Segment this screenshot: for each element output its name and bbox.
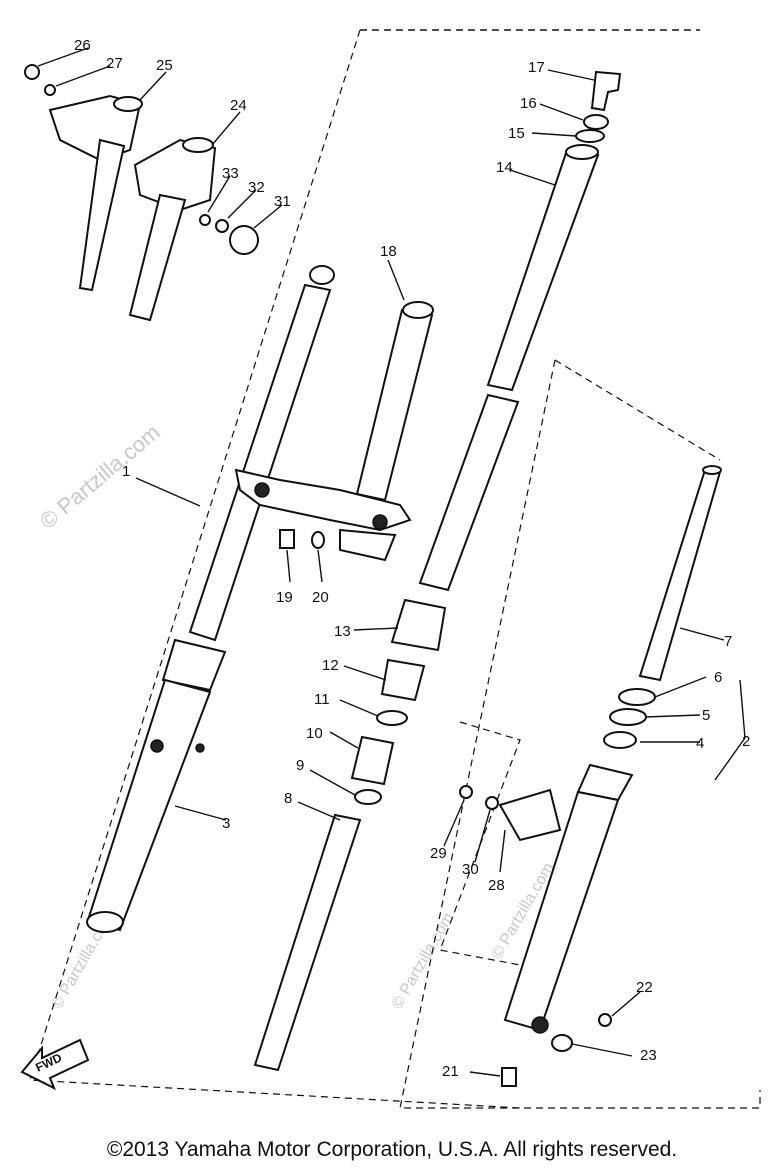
o-ring-15 — [575, 129, 605, 143]
bolt-21 — [501, 1067, 517, 1087]
washer-27 — [44, 84, 56, 96]
callout-10: 10 — [306, 725, 323, 742]
callout-1: 1 — [122, 463, 130, 480]
callout-21: 21 — [442, 1063, 459, 1080]
seal-4 — [603, 731, 637, 749]
callout-18: 18 — [380, 243, 397, 260]
washer-23 — [551, 1034, 573, 1052]
copyright-notice: ©2013 Yamaha Motor Corporation, U.S.A. A… — [106, 1138, 678, 1161]
headlight-bracket-24 — [128, 137, 217, 322]
callout-29: 29 — [430, 845, 447, 862]
bolt-17 — [590, 70, 622, 112]
washer-16 — [583, 114, 609, 130]
washer-5 — [609, 708, 647, 726]
pinch-bolt-19 — [279, 529, 325, 549]
callout-33: 33 — [222, 165, 239, 182]
callout-31: 31 — [274, 193, 291, 210]
circlip-11 — [376, 710, 408, 726]
callout-12: 12 — [322, 657, 339, 674]
callout-19: 19 — [276, 589, 293, 606]
right-fork-inner-7 — [638, 465, 722, 682]
callout-25: 25 — [156, 57, 173, 74]
reflector-31 — [229, 225, 259, 255]
watermark-main: © Partzilla.com — [35, 419, 165, 533]
callout-32: 32 — [248, 179, 265, 196]
callout-14: 14 — [496, 159, 513, 176]
callout-24: 24 — [230, 97, 247, 114]
callout-23: 23 — [640, 1047, 657, 1064]
dashed-outline-right — [554, 359, 721, 461]
inner-tube-14 — [418, 144, 600, 592]
callout-20: 20 — [312, 589, 329, 606]
callout-2: 2 — [742, 733, 750, 750]
callout-5: 5 — [702, 707, 710, 724]
washer-30 — [485, 796, 499, 810]
clip-9 — [354, 789, 382, 805]
headlight-bracket-25 — [48, 94, 143, 292]
bolt-22 — [598, 1013, 612, 1027]
spring-8 — [253, 813, 362, 1072]
callout-13: 13 — [334, 623, 351, 640]
dashed-outline-bracket — [439, 721, 521, 966]
fwd-arrow-icon: FWD — [20, 1038, 90, 1091]
callout-17: 17 — [528, 59, 545, 76]
dust-seal-13 — [390, 598, 447, 652]
callout-28: 28 — [488, 877, 505, 894]
washer-33 — [199, 214, 211, 226]
callout-9: 9 — [296, 757, 304, 774]
dashed-outline-right-bottom — [399, 359, 761, 1109]
callout-4: 4 — [696, 735, 704, 752]
leader-lines — [37, 47, 746, 1077]
bushing-10 — [350, 735, 395, 786]
callout-6: 6 — [714, 669, 722, 686]
bolt-29 — [459, 785, 473, 799]
steering-stem — [234, 301, 434, 562]
callout-27: 27 — [106, 55, 123, 72]
bolt-26 — [24, 64, 40, 80]
callout-15: 15 — [508, 125, 525, 142]
callout-8: 8 — [284, 790, 292, 807]
callout-16: 16 — [520, 95, 537, 112]
outer-tube-2 — [503, 763, 634, 1034]
circlip-6 — [618, 688, 656, 706]
callout-3: 3 — [222, 815, 230, 832]
callout-7: 7 — [724, 633, 732, 650]
bracket-28 — [498, 788, 562, 842]
dashed-outline-left — [29, 29, 521, 1109]
oil-seal-12 — [380, 658, 426, 702]
callout-26: 26 — [74, 37, 91, 54]
callout-22: 22 — [636, 979, 653, 996]
callout-30: 30 — [462, 861, 479, 878]
nut-32 — [215, 219, 229, 233]
left-fork-leg — [86, 265, 335, 933]
callout-11: 11 — [314, 691, 330, 708]
